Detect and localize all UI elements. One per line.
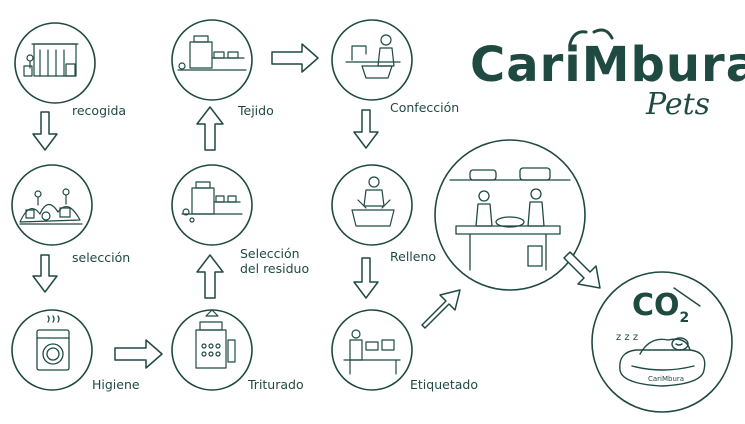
step-label-seleccion-residuo: Selección del residuo xyxy=(240,246,310,276)
circle-shop xyxy=(434,139,586,291)
arrow-seleccion-residuo-to-tejido xyxy=(196,106,224,151)
waste-pile-icon xyxy=(19,188,83,225)
circle-recogida xyxy=(14,22,96,104)
sewing-worker-icon xyxy=(345,34,401,79)
sleep-zzz: z z z xyxy=(616,332,639,343)
sorting-machine-icon xyxy=(181,181,243,223)
arrow-recogida-to-seleccion xyxy=(32,111,58,151)
step-label-seleccion: selección xyxy=(72,250,131,265)
dog-ears-icon xyxy=(568,28,614,46)
brand-subtitle: Pets xyxy=(646,87,711,122)
step-label-recogida: recogida xyxy=(72,103,127,118)
arrow-etiquetado-to-shop xyxy=(421,289,461,329)
labeling-worker-icon xyxy=(343,329,401,375)
step-label-etiquetado: Etiquetado xyxy=(410,377,478,392)
step-label-tejido: Tejido xyxy=(238,103,274,118)
weaving-machine-icon xyxy=(177,35,247,71)
arrow-higiene-to-triturado xyxy=(114,339,163,369)
washing-machine-icon xyxy=(36,315,70,371)
step-label-triturado: Triturado xyxy=(248,377,304,392)
circle-confeccion xyxy=(331,19,413,101)
arrow-confeccion-to-relleno xyxy=(353,109,379,149)
arrow-triturado-to-seleccion-residuo xyxy=(196,254,224,299)
circle-final xyxy=(591,271,733,413)
sleeping-dog-icon xyxy=(619,287,706,387)
arrow-seleccion-to-higiene xyxy=(32,254,58,293)
circle-higiene xyxy=(11,309,93,391)
circle-etiquetado xyxy=(331,309,413,391)
recycling-center-icon xyxy=(23,43,79,77)
brand-logo: CariMbura xyxy=(470,37,745,93)
bed-tag: CariMbura xyxy=(648,375,685,383)
filling-worker-icon xyxy=(351,176,395,227)
shredder-machine-icon xyxy=(195,309,236,369)
arrow-tejido-to-confeccion xyxy=(271,43,319,73)
step-label-higiene: Higiene xyxy=(92,377,140,392)
pet-shop-icon xyxy=(449,167,571,271)
co2-label: CO2 xyxy=(632,288,690,327)
arrow-shop-to-final xyxy=(563,251,601,289)
circle-relleno xyxy=(331,164,413,246)
step-label-relleno: Relleno xyxy=(390,249,437,264)
step-label-confeccion: Confección xyxy=(390,100,460,115)
circle-seleccion-residuo xyxy=(171,164,253,246)
arrow-relleno-to-etiquetado xyxy=(353,257,379,299)
circle-seleccion xyxy=(11,164,93,246)
circle-tejido xyxy=(171,19,253,101)
